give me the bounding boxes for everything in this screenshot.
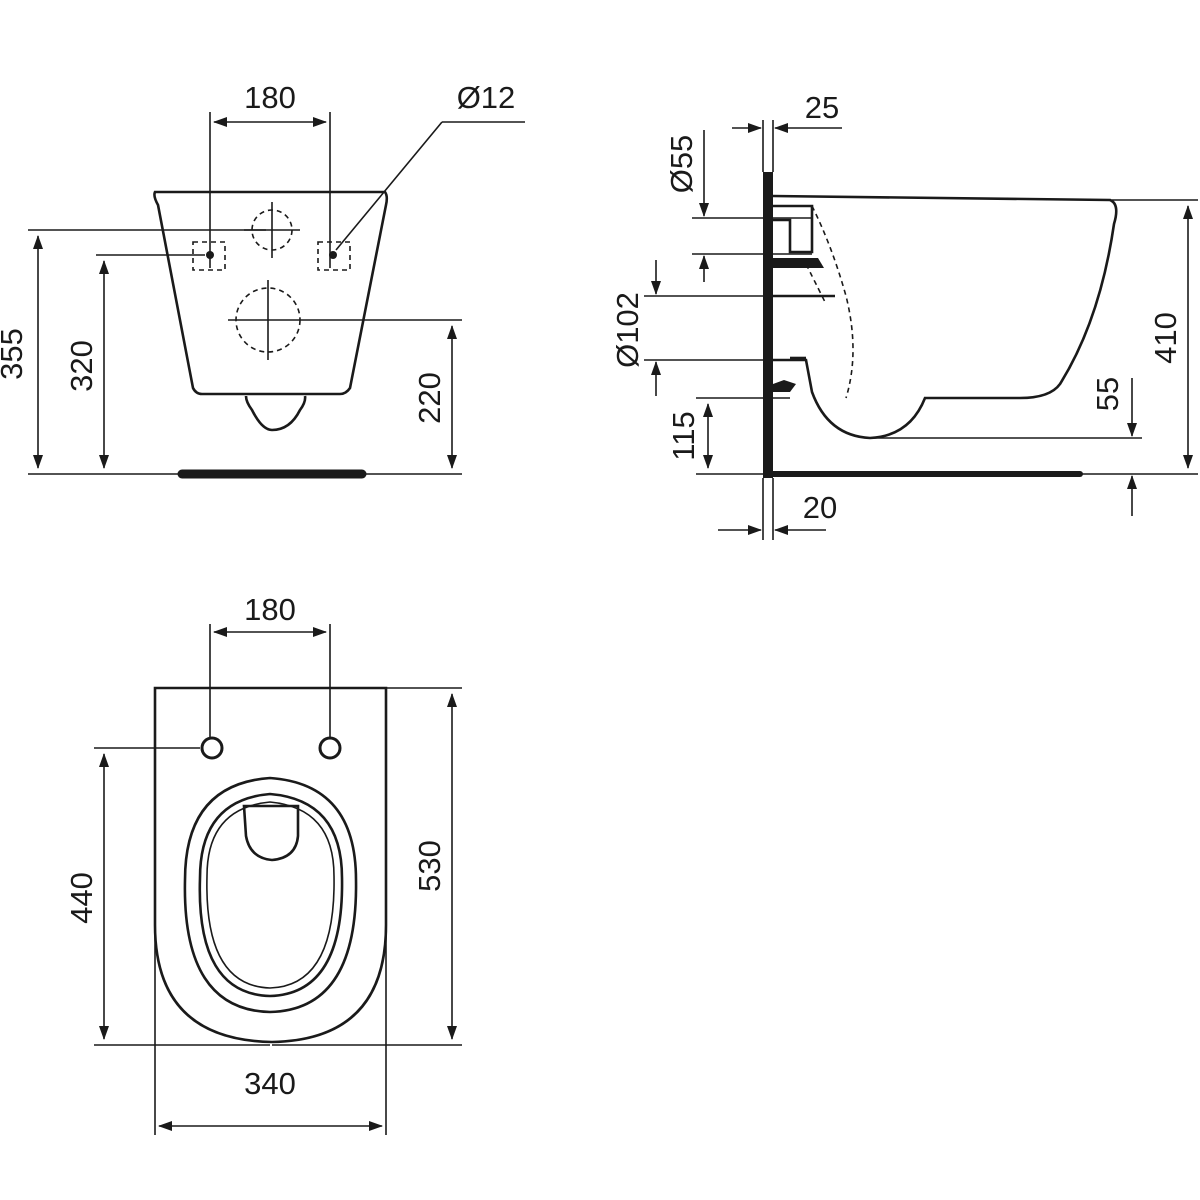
- front-bolt-height-label: 355: [0, 328, 29, 380]
- top-view: 180 440 530 340: [64, 592, 462, 1135]
- top-overall-length-label: 530: [412, 840, 447, 892]
- front-lower-hole: [228, 280, 308, 360]
- side-outlet-height-label: 115: [666, 411, 701, 460]
- front-lower-hole-height-label: 220: [412, 372, 447, 424]
- front-bolt-diameter-label: Ø12: [457, 80, 516, 115]
- side-bowl-outline: [772, 194, 1118, 440]
- side-wall: [763, 172, 773, 478]
- top-body-outline: [153, 686, 388, 1044]
- top-overall-width-label: 340: [244, 1066, 296, 1101]
- side-wall-offset-bottom-label: 20: [803, 490, 837, 525]
- side-rim-height-label: 410: [1148, 312, 1183, 364]
- side-outlet-diameter-label: Ø102: [610, 292, 645, 368]
- front-bolt-spacing-label: 180: [244, 80, 296, 115]
- top-seat-outline: [183, 776, 358, 1014]
- front-right-bolt: [317, 241, 351, 271]
- top-bolt-spacing-label: 180: [244, 592, 296, 627]
- side-view: 25 Ø55 Ø102 115 410 55 20: [610, 90, 1198, 540]
- front-view: 180 Ø12 355 320 220: [0, 80, 525, 479]
- side-inlet-diameter-label: Ø55: [664, 135, 699, 194]
- front-body-outline: [153, 190, 389, 396]
- side-bowl-bottom-height-label: 55: [1090, 377, 1125, 411]
- top-bolt-to-front-label: 440: [64, 872, 99, 924]
- top-rear-pocket: [242, 804, 300, 862]
- front-upper-hole-height-label: 320: [64, 340, 99, 392]
- side-wall-offset-top-label: 25: [805, 90, 839, 125]
- top-right-bolt: [318, 736, 342, 760]
- top-seat-inner: [198, 792, 344, 998]
- top-left-bolt: [200, 736, 224, 760]
- front-trap-outline: [244, 395, 307, 432]
- front-left-bolt: [192, 241, 226, 271]
